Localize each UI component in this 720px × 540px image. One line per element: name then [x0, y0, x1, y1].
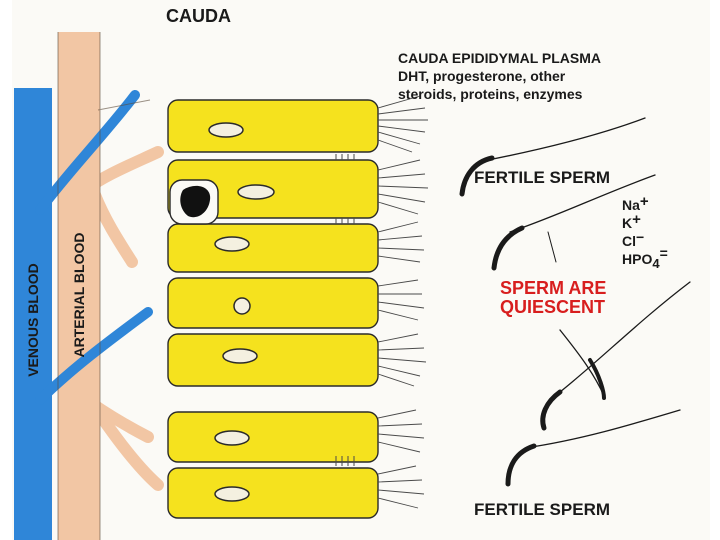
epithelial-cell	[168, 278, 378, 328]
nucleus	[234, 298, 250, 314]
nucleus	[238, 185, 274, 199]
plasma-line-1: CAUDA EPIDIDYMAL PLASMA	[398, 50, 601, 66]
epithelium	[168, 100, 378, 518]
epithelial-cell	[168, 224, 378, 272]
fertile-sperm-top-label: FERTILE SPERM	[474, 168, 610, 187]
ion-k: K	[622, 215, 632, 231]
ion-k-charge: +	[632, 211, 641, 228]
plasma-line-3: steroids, proteins, enzymes	[398, 86, 583, 102]
nucleus	[223, 349, 257, 363]
arterial-blood-label: ARTERIAL BLOOD	[71, 233, 87, 358]
nucleus	[215, 237, 249, 251]
ion-cl-charge: −	[636, 229, 644, 245]
ion-na-charge: +	[640, 193, 649, 210]
title: CAUDA	[166, 6, 231, 26]
epithelial-cell	[168, 412, 378, 462]
basal-cell	[170, 180, 218, 224]
epithelial-cell	[168, 100, 378, 152]
nucleus	[215, 487, 249, 501]
nucleus	[209, 123, 243, 137]
ion-hpo: HPO	[622, 251, 652, 267]
venous-blood-label: VENOUS BLOOD	[25, 263, 41, 377]
quiescent-line-2: QUIESCENT	[500, 297, 605, 317]
epithelial-cell	[168, 334, 378, 386]
quiescent-line-1: SPERM ARE	[500, 278, 606, 298]
ion-hpo-charge: =	[660, 245, 668, 261]
epithelial-cell	[168, 468, 378, 518]
quiescent-label: SPERM ARE QUIESCENT	[500, 278, 606, 317]
plasma-line-2: DHT, progesterone, other	[398, 68, 566, 84]
fertile-sperm-bottom-label: FERTILE SPERM	[474, 500, 610, 519]
nucleus	[215, 431, 249, 445]
ion-cl: Cl	[622, 233, 636, 249]
